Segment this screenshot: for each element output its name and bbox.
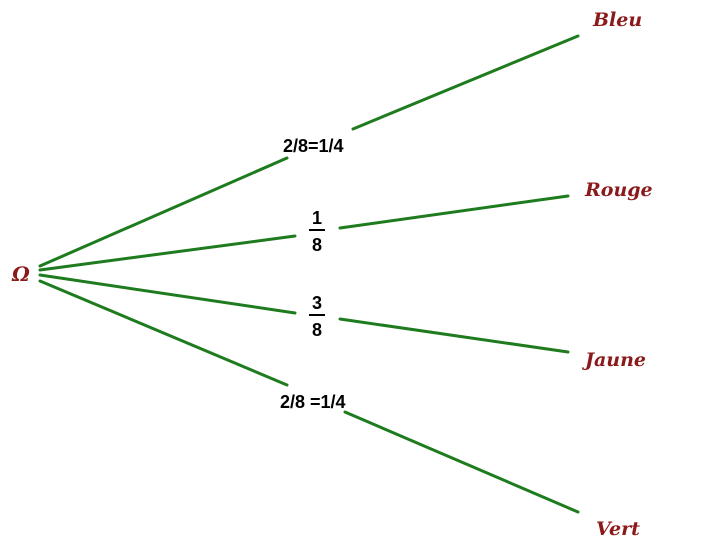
- branch-vert-probability: 2/8 =1/4: [280, 392, 346, 412]
- outcome-jaune-label: Jaune: [582, 349, 646, 371]
- branch-bleu: 2/8=1/4 Bleu: [38, 9, 642, 268]
- branch-rouge: 1 8 Rouge: [38, 179, 653, 272]
- outcome-vert-label: Vert: [596, 518, 640, 540]
- branch-rouge-probability: 1 8: [309, 208, 325, 255]
- branch-jaune-denominator: 8: [312, 320, 322, 340]
- branch-rouge-line-right: [338, 194, 570, 230]
- branch-rouge-line-left: [38, 234, 297, 272]
- branch-jaune-numerator: 3: [312, 293, 322, 313]
- branch-bleu-line-right: [351, 34, 580, 131]
- branch-rouge-numerator: 1: [312, 208, 322, 228]
- branch-jaune-probability: 3 8: [309, 293, 325, 340]
- branch-jaune: 3 8 Jaune: [38, 273, 646, 371]
- branch-vert-line-left: [38, 279, 289, 387]
- branch-vert-line-right: [343, 410, 580, 514]
- branch-bleu-line-left: [38, 156, 289, 268]
- branch-bleu-probability: 2/8=1/4: [283, 136, 344, 156]
- branch-rouge-denominator: 8: [312, 235, 322, 255]
- outcome-rouge-label: Rouge: [584, 179, 653, 201]
- root-label: Ω: [11, 262, 30, 286]
- outcome-bleu-label: Bleu: [592, 9, 642, 31]
- branch-jaune-line-right: [338, 317, 570, 354]
- branch-jaune-line-left: [38, 273, 297, 315]
- branch-vert: 2/8 =1/4 Vert: [38, 279, 640, 540]
